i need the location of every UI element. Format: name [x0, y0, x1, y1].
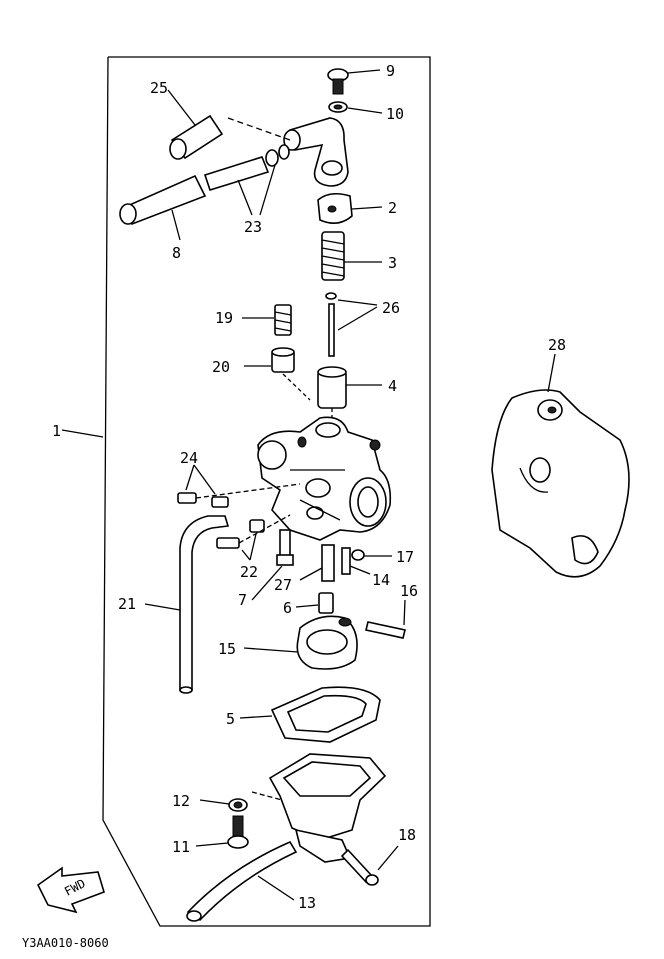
part-18-drain-screw [340, 845, 399, 886]
label-part-24: 24 [180, 449, 198, 467]
label-part-3: 3 [388, 254, 397, 272]
part-6-needle-valve [295, 592, 334, 614]
label-part-5: 5 [226, 710, 235, 728]
part-12-washer [199, 798, 248, 812]
label-part-16: 16 [400, 582, 418, 600]
label-part-23: 23 [244, 218, 262, 236]
label-part-12: 12 [172, 792, 190, 810]
label-part-22: 22 [240, 563, 258, 581]
part-13-hose [186, 840, 298, 922]
part-26-needle [325, 292, 378, 357]
part-21-hose [144, 515, 230, 694]
leader-1 [61, 429, 104, 438]
part-24-screws [177, 464, 301, 508]
forward-arrow-icon [36, 866, 105, 914]
label-part-11: 11 [172, 838, 190, 856]
carburetor-body [257, 416, 392, 541]
part-28-cover [491, 353, 630, 578]
label-part-17: 17 [396, 548, 414, 566]
part-17-washer [351, 549, 392, 561]
label-part-25: 25 [150, 79, 168, 97]
part-4-throttle-valve [317, 366, 382, 428]
part-11-screw [195, 815, 249, 849]
part-15-float [243, 615, 358, 670]
part-2-plate [317, 192, 383, 224]
label-part-4: 4 [388, 377, 397, 395]
cable-guide [283, 117, 349, 187]
part-20-plunger [244, 347, 311, 401]
label-part-14: 14 [372, 571, 390, 589]
part-8-tube [119, 174, 207, 241]
label-part-19: 19 [215, 309, 233, 327]
label-part-15: 15 [218, 640, 236, 658]
part-10-washer [328, 101, 383, 114]
label-part-27: 27 [274, 576, 292, 594]
label-part-7: 7 [238, 591, 247, 609]
label-part-1: 1 [52, 422, 61, 440]
part-16-pin [365, 599, 406, 639]
label-part-21: 21 [118, 595, 136, 613]
part-7-jet [251, 529, 294, 601]
part-9-screw [327, 68, 381, 95]
part-3-spring [321, 231, 382, 281]
part-25-cap [167, 89, 291, 160]
label-part-9: 9 [386, 62, 395, 80]
part-22-screws [216, 514, 291, 561]
label-part-26: 26 [382, 299, 400, 317]
label-part-2: 2 [388, 199, 397, 217]
part-14-pilot-jet [341, 547, 371, 575]
drawing-code: Y3AA010-8060 [22, 936, 109, 950]
part-5-gasket [239, 686, 381, 743]
float-chamber [251, 753, 387, 863]
part-19-spring [242, 304, 292, 336]
label-part-28: 28 [548, 336, 566, 354]
assembly-outline [102, 56, 431, 927]
part-27-needle-jet [299, 544, 335, 582]
label-part-8: 8 [172, 244, 181, 262]
label-part-10: 10 [386, 105, 404, 123]
label-part-20: 20 [212, 358, 230, 376]
part-23-sleeve [203, 144, 290, 216]
label-part-13: 13 [298, 894, 316, 912]
label-part-6: 6 [283, 599, 292, 617]
label-part-18: 18 [398, 826, 416, 844]
